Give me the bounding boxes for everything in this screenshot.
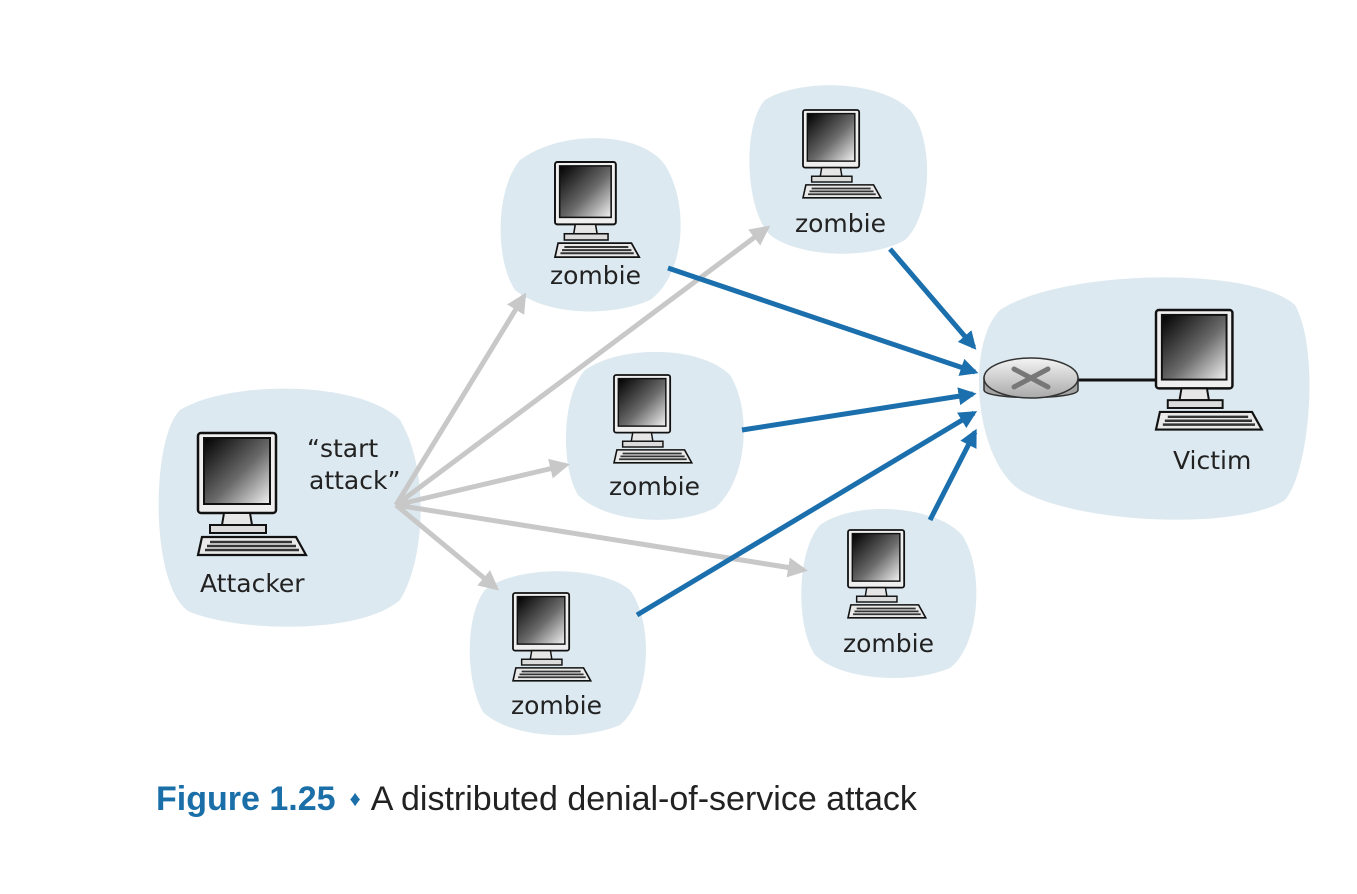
zombie-bottom-right-label: zombie (843, 629, 934, 658)
zombie-bottom-left-label: zombie (511, 691, 602, 720)
start-attack-command-line2: attack” (309, 466, 400, 495)
network-blobs (158, 85, 1310, 736)
zombie-top-right-label: zombie (795, 209, 886, 238)
flood-arrow-from-zombie-bottom-right (927, 428, 978, 522)
command-arrow-to-zombie-bottom-left (394, 503, 500, 591)
flood-arrow-from-zombie-bottom-left (635, 410, 978, 618)
start-attack-command-line1: “start (307, 434, 378, 463)
flood-arrow-from-zombie-top-right (888, 247, 977, 350)
command-arrow-to-zombie-top-right (394, 225, 771, 508)
command-arrow-to-zombie-bottom-right (395, 502, 808, 578)
zombie-bottom-right-blob (801, 508, 977, 678)
figure-caption: Figure 1.25 ♦ A distributed denial-of-serv… (156, 780, 917, 819)
diamond-separator-icon: ♦ (349, 786, 361, 811)
zombie-middle-blob (565, 351, 744, 520)
zombie-top-left-label: zombie (550, 261, 641, 290)
zombie-middle-label: zombie (609, 472, 700, 501)
attacker-label: Attacker (200, 569, 305, 598)
command-arrows (393, 225, 808, 591)
figure-number: Figure 1.25 (156, 780, 336, 818)
figure-caption-text: A distributed denial-of-service attack (370, 780, 917, 818)
command-arrow-to-zombie-middle (395, 458, 570, 508)
router-icon (983, 357, 1079, 399)
flood-arrow-from-zombie-top-left (667, 265, 979, 376)
command-arrow-to-zombie-top-left (393, 292, 527, 507)
victim-label: Victim (1173, 446, 1251, 475)
flood-arrows (635, 247, 979, 618)
flood-arrow-from-zombie-middle (741, 387, 977, 433)
